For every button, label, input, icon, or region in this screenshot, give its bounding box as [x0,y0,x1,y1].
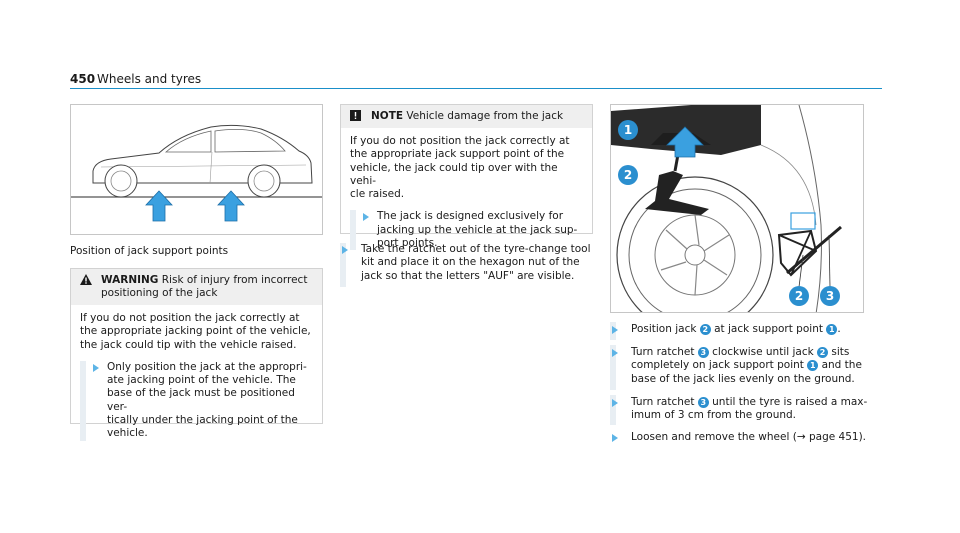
note-title: Vehicle damage from the jack [406,110,564,122]
note-bullet: The jack is designed exclusively for jac… [350,210,583,251]
warning-header: WARNING Risk of injury from incorrect po… [71,269,322,305]
step-raise-tyre: Turn ratchet 3 until the tyre is raised … [612,396,882,426]
car-side-illustration [71,124,322,222]
callout-num: 1 [826,324,838,335]
section-title: Wheels and tyres [97,72,202,86]
svg-text:2: 2 [624,168,632,182]
note-line: vehicle, the jack could tip over with th… [350,161,558,187]
step-bar [610,345,616,390]
step-remove-wheel: Loosen and remove the wheel (→ page 451)… [612,431,882,447]
step-text: Position jack 2 at jack support point 1. [631,323,841,335]
note-icon [350,110,361,125]
note-header: NOTE Vehicle damage from the jack [341,105,592,128]
note-bullet-line: port points. [377,237,438,250]
warning-box: WARNING Risk of injury from incorrect po… [70,268,323,441]
note-line: cle raised. [350,188,405,201]
note-line: the appropriate jack support point of th… [350,148,565,161]
callout-2-bottom: 2 [789,286,809,306]
step-take-ratchet: Take the ratchet out of the tyre-change … [342,243,602,287]
step-line: kit and place it on the hexagon nut of t… [361,256,580,269]
callout-num: 2 [699,324,711,335]
jack-illustration: 1 2 3 2 [611,105,863,312]
warning-title-2: positioning of the jack [101,287,218,299]
callout-2: 2 [618,165,638,185]
page-number: 450 [70,72,96,86]
svg-text:1: 1 [624,123,632,137]
header-rule [70,88,882,89]
bullet-arrow-icon [612,434,618,442]
step-line: Take the ratchet out of the tyre-change … [361,243,591,255]
step-text: Take the ratchet out of the tyre-change … [361,243,590,283]
step-text: Loosen and remove the wheel (→ page 451)… [631,431,867,443]
page-ref-arrow: → [796,431,806,443]
step-text: Turn ratchet 3 clockwise until jack 2 si… [631,346,862,385]
bullet-arrow-icon [612,349,618,357]
callout-3: 3 [820,286,840,306]
note-bullet-line: The jack is designed exclusively for [377,210,564,223]
bullet-arrow-icon [93,363,99,372]
callout-1: 1 [618,120,638,140]
step-bar [340,243,346,287]
warning-bullet-line: base of the jack must be positioned ver- [107,387,295,413]
warning-text: If you do not position the jack correctl… [80,312,313,352]
page-reference-link[interactable]: page 451). [805,431,867,443]
note-label: NOTE [371,110,404,122]
svg-text:3: 3 [826,289,834,303]
car-side-figure [70,104,323,235]
svg-text:2: 2 [795,289,803,303]
bullet-arrow-icon [612,399,618,407]
bullet-arrow-icon [612,326,618,334]
bullet-arrow-icon [342,246,348,254]
warning-icon [80,274,92,289]
callout-num: 2 [817,347,829,358]
bullet-arrow-icon [363,213,369,222]
step-text: Turn ratchet 3 until the tyre is raised … [631,396,868,422]
jack-figure: 1 2 3 2 [610,104,864,313]
warning-line: the appropriate jacking point of the veh… [80,325,311,338]
warning-line: the jack could tip with the vehicle rais… [80,338,297,351]
note-text: If you do not position the jack correctl… [350,135,583,201]
callout-num: 1 [807,360,819,372]
warning-line: If you do not position the jack correctl… [80,312,300,324]
note-line: If you do not position the jack correctl… [350,135,570,147]
figure-caption: Position of jack support points [70,245,229,257]
warning-bullet-line: Only position the jack at the appropri- [107,360,307,373]
callout-num: 3 [697,347,709,358]
note-bullet-line: jacking up the vehicle at the jack sup- [377,223,578,236]
warning-bullet-line: ate jacking point of the vehicle. The [107,374,296,387]
step-turn-clockwise: Turn ratchet 3 clockwise until jack 2 si… [612,346,882,390]
step-line: jack so that the letters "AUF" are visib… [361,269,575,282]
warning-title-1: Risk of injury from incorrect [161,274,308,286]
warning-bullet: Only position the jack at the appropri- … [80,360,313,441]
warning-body: If you do not position the jack correctl… [71,305,322,449]
warning-label: WARNING [101,274,159,286]
note-box: NOTE Vehicle damage from the jack If you… [340,104,593,251]
step-position-jack: Position jack 2 at jack support point 1. [612,323,882,339]
warning-bullet-line: vehicle. [107,427,148,440]
warning-bullet-line: tically under the jacking point of the [107,414,298,427]
note-body: If you do not position the jack correctl… [341,128,592,258]
step-bar [610,395,616,425]
callout-num: 3 [697,397,709,408]
